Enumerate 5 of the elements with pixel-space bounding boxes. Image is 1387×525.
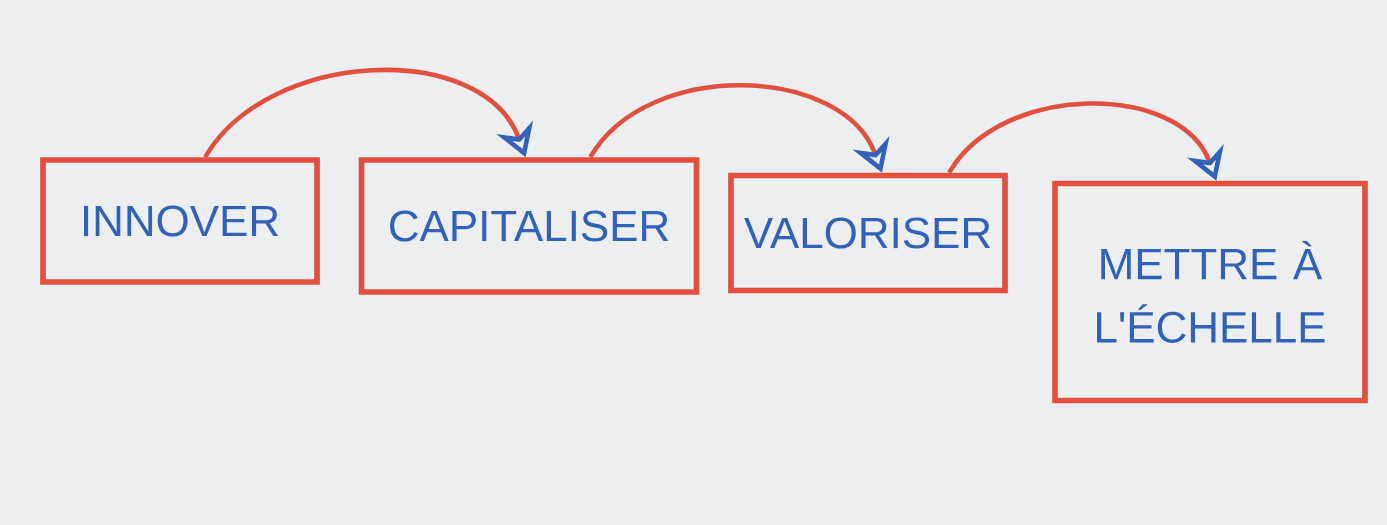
- process-box: VALORISER: [728, 172, 1008, 294]
- process-box: INNOVER: [40, 157, 320, 285]
- process-box: METTRE À L'ÉCHELLE: [1052, 180, 1368, 404]
- process-box: CAPITALISER: [358, 157, 700, 295]
- curved-arrow: [203, 67, 534, 159]
